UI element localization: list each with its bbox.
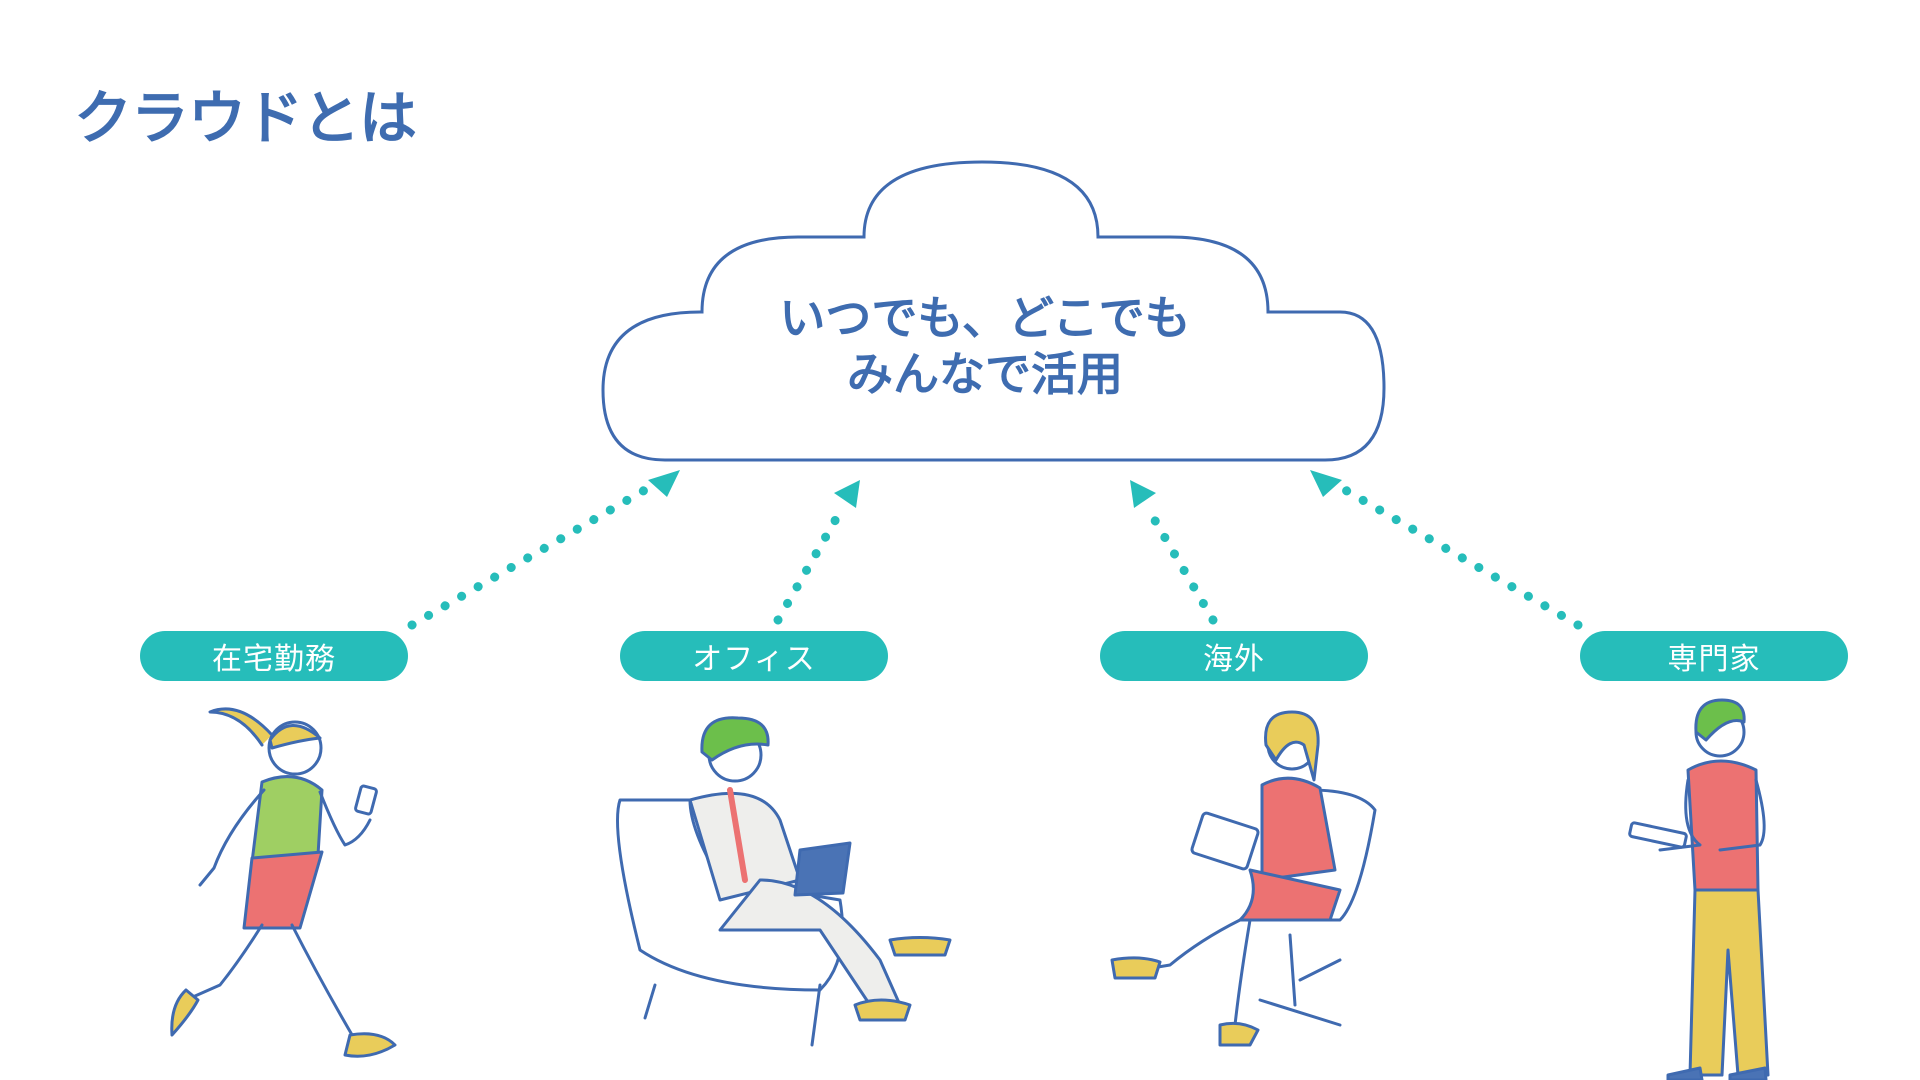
connector-office — [773, 507, 845, 625]
arrow-up-icon — [834, 480, 860, 508]
person-overseas-worker — [1110, 710, 1377, 1047]
label-overseas: 海外 — [1100, 631, 1368, 681]
person-remote-worker — [170, 707, 397, 1058]
connector-expert — [1335, 482, 1583, 630]
cloud-caption-line2: みんなで活用 — [847, 347, 1123, 402]
arrow-up-icon — [1310, 470, 1342, 497]
cloud-icon — [601, 160, 1386, 462]
person-expert — [1628, 698, 1770, 1080]
label-remote-work: 在宅勤務 — [140, 631, 408, 681]
cloud-caption: いつでも、どこでも みんなで活用 — [620, 290, 1350, 402]
connector-overseas — [1145, 507, 1218, 625]
label-office: オフィス — [620, 631, 888, 681]
slide-title: クラウドとは — [74, 84, 417, 152]
arrow-up-icon — [648, 470, 680, 497]
label-expert: 専門家 — [1580, 631, 1848, 681]
connector-remote — [407, 482, 655, 630]
arrow-up-icon — [1130, 480, 1156, 508]
person-office-worker — [616, 716, 952, 1047]
cloud-caption-line1: いつでも、どこでも — [779, 291, 1191, 345]
